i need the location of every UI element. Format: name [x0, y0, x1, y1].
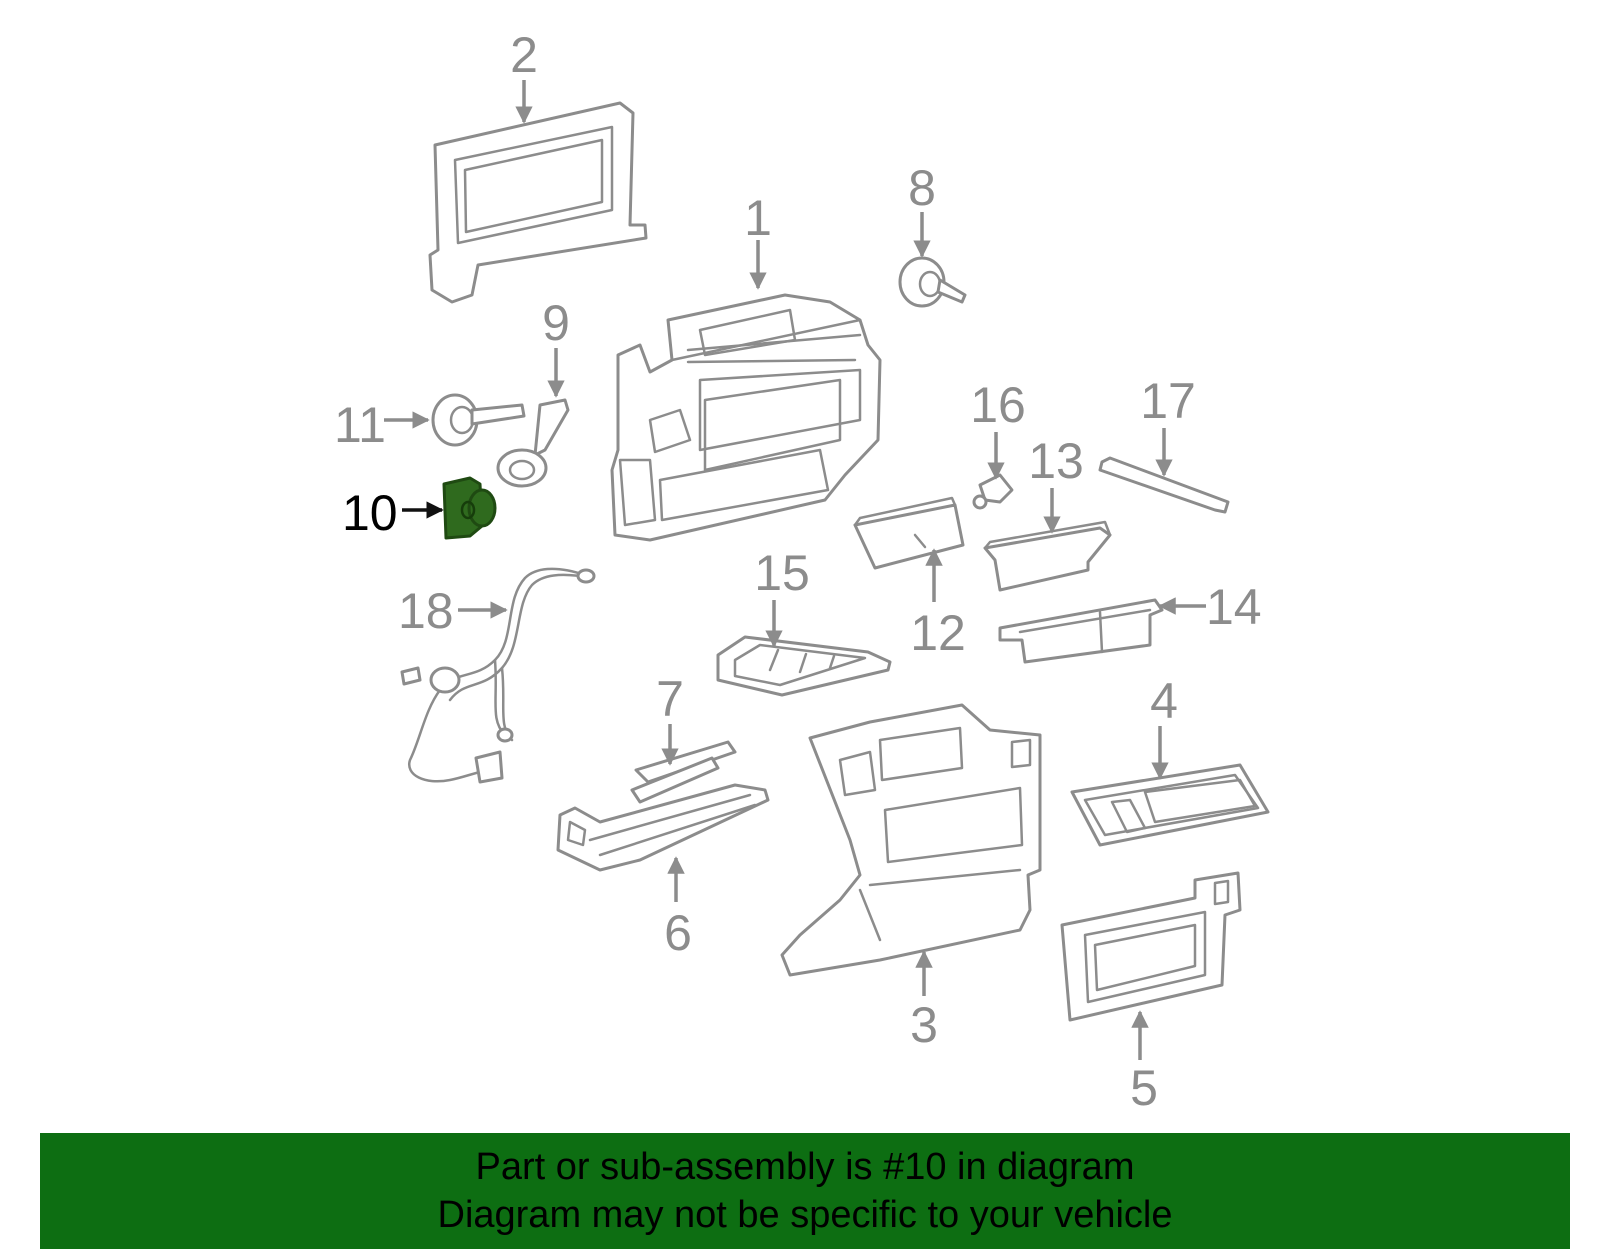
callout-6: 6 — [664, 905, 692, 961]
callout-1: 1 — [744, 190, 772, 246]
callout-11: 11 — [334, 397, 386, 453]
part-4-filter-door — [1070, 763, 1270, 847]
callout-5: 5 — [1130, 1060, 1158, 1116]
part-2-frame — [428, 101, 648, 304]
leader-lines — [384, 80, 1206, 1060]
part-1-heater-case — [610, 293, 882, 542]
callout-labels: 2 1 8 9 11 10 18 15 7 6 3 4 5 12 13 16 1… — [334, 27, 1262, 1116]
callout-12: 12 — [910, 605, 966, 661]
callout-17: 17 — [1140, 373, 1196, 429]
part-5-filter-frame — [1060, 871, 1242, 1022]
callout-10: 10 — [342, 485, 398, 541]
callout-13: 13 — [1028, 433, 1084, 489]
callout-2: 2 — [510, 27, 538, 83]
part-16-clip — [972, 473, 1014, 510]
part-9-lever-actuator — [496, 398, 570, 488]
part-14-door — [998, 598, 1164, 664]
part-7-seal — [630, 740, 737, 804]
callout-7: 7 — [656, 671, 684, 727]
callout-18: 18 — [398, 583, 454, 639]
callout-4: 4 — [1150, 673, 1178, 729]
part-18-wiring-harness — [400, 567, 596, 784]
part-8-actuator — [898, 256, 967, 308]
part-15-door — [716, 635, 892, 697]
part-17-rod — [1098, 456, 1230, 514]
part-12-door — [853, 496, 965, 570]
part-10-highlighted — [442, 476, 497, 540]
part-11-actuator — [431, 393, 526, 447]
banner-line-1: Part or sub-assembly is #10 in diagram — [475, 1146, 1135, 1188]
part-3-lower-case — [780, 703, 1042, 977]
callout-8: 8 — [908, 160, 936, 216]
info-banner: Part or sub-assembly is #10 in diagram D… — [40, 1133, 1570, 1249]
banner-line-2: Diagram may not be specific to your vehi… — [437, 1194, 1173, 1236]
callout-15: 15 — [754, 545, 810, 601]
part-6-heater-core — [556, 783, 770, 872]
callout-16: 16 — [970, 377, 1026, 433]
callout-3: 3 — [910, 997, 938, 1053]
callout-14: 14 — [1206, 579, 1262, 635]
callout-9: 9 — [542, 295, 570, 351]
part-13-door — [983, 520, 1112, 592]
